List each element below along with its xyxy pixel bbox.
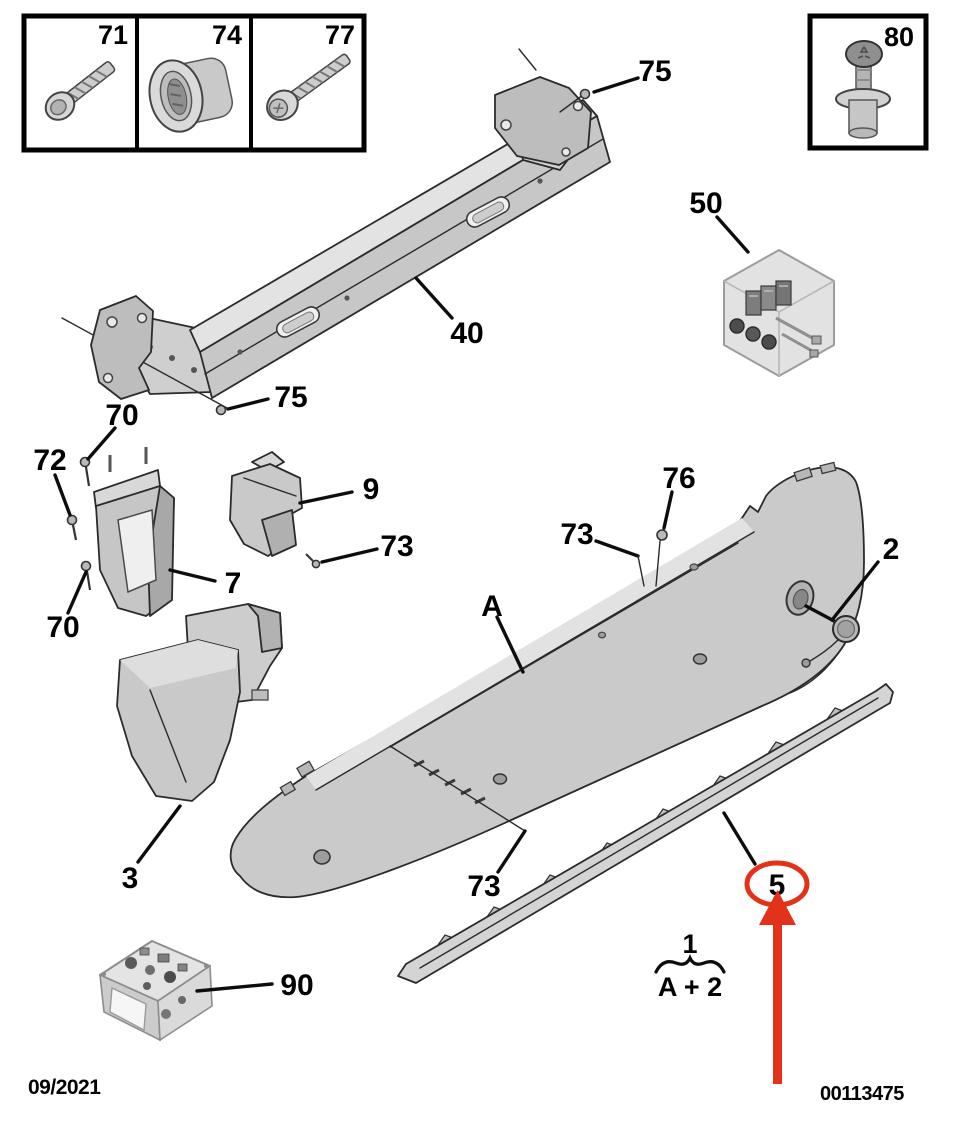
clip-72-icon [66,514,78,541]
stud-76-icon [656,529,668,541]
callout-labels: 75 50 40 75 70 72 9 73 7 70 A 73 76 2 3 … [33,55,899,1002]
trim-strip-5 [397,683,894,984]
callout-77[interactable]: 77 [325,20,355,50]
group-note-part: 1 [682,929,697,959]
callout-80[interactable]: 80 [884,22,914,52]
callout-72[interactable]: 72 [33,444,66,477]
screw-75-left-icon [215,404,227,416]
callout-73-bracket[interactable]: 73 [380,530,413,563]
grommet-74-icon [148,57,234,133]
group-note-composition: A + 2 [658,972,722,1002]
fastener-kit-90 [99,940,213,1042]
bolt-77-icon [266,53,351,121]
sensor-hole [692,653,708,665]
bracket-7 [66,447,175,617]
callout-3[interactable]: 3 [122,862,139,895]
callout-73-strip[interactable]: 73 [467,870,500,903]
callout-76[interactable]: 76 [662,462,695,495]
brace-icon [654,954,726,974]
highlight-part-5: 5 [744,860,810,1084]
figure-number: 00113475 [820,1083,904,1105]
bracket-9 [229,451,321,569]
group-note: 1 A + 2 [654,929,726,1002]
highlight-arrow-icon [759,890,796,1084]
callout-70-lower[interactable]: 70 [46,611,79,644]
diagram-date: 09/2021 [28,1076,101,1099]
screw-71-icon [44,61,116,121]
corner-bracket-3 [116,603,283,802]
sensor-hole [597,631,607,639]
screw-70-upper-icon [79,456,91,487]
screw-73-bracket-icon [305,553,321,569]
callout-A: A [481,590,503,623]
callout-74[interactable]: 74 [212,20,242,50]
bumper-A [229,461,865,899]
callout-75-top[interactable]: 75 [638,55,671,88]
rivet-80-box: 80 [807,13,929,151]
callout-90[interactable]: 90 [280,969,313,1002]
callout-73-center[interactable]: 73 [560,518,593,551]
sensor-hole [492,773,508,785]
callout-70-upper[interactable]: 70 [105,399,138,432]
callout-75-left[interactable]: 75 [274,381,307,414]
leader-lines [53,76,880,993]
tow-eye-recess [785,580,815,616]
sensor-kit-contents [729,280,822,358]
callout-7[interactable]: 7 [225,567,242,600]
impact-bar-40 [61,48,611,416]
callout-5[interactable]: 5 [769,869,786,902]
sensor-hole [313,849,331,865]
fastener-legend-table: 71 74 77 [21,13,367,153]
callout-40[interactable]: 40 [450,317,483,350]
screw-75-top-icon [559,88,591,113]
callout-9[interactable]: 9 [363,473,380,506]
stud-hole [689,563,699,571]
callout-50[interactable]: 50 [689,187,722,220]
sensor-kit-50 [723,249,835,377]
kit-contents [102,947,208,1019]
callout-71[interactable]: 71 [98,20,128,50]
rivet-80-icon [835,40,891,139]
callout-2[interactable]: 2 [883,533,900,566]
